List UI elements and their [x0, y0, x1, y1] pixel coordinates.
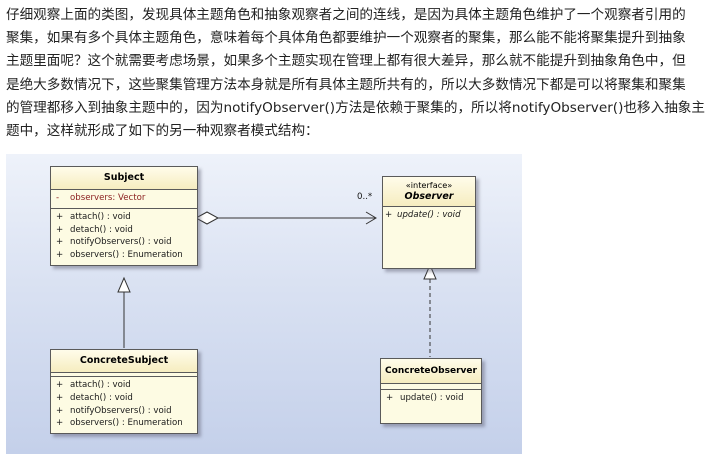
operation-row: +update() : void — [385, 210, 461, 220]
class-concrete-subject: ConcreteSubject +attach() : void +detach… — [50, 349, 198, 435]
operation-row: +observers() : Enumeration — [56, 418, 183, 429]
intro-line: 主题里面呢？这个就需要考虑场景，如果多个主题实现在管理上都有很大差异，那么就不能… — [6, 53, 686, 70]
operation-row: +notifyObservers() : void — [56, 405, 172, 416]
attributes-section — [381, 384, 481, 390]
class-stereotype: «interface» — [405, 180, 453, 190]
class-observer: «interface» Observer +update() : void — [382, 176, 476, 269]
class-header: «interface» Observer — [383, 177, 475, 207]
class-name: ConcreteSubject — [51, 350, 197, 373]
aggregation-diamond — [194, 211, 220, 225]
realization-triangle — [423, 263, 437, 280]
operations-section: +attach() : void +detach() : void +notif… — [51, 209, 197, 265]
intro-line: 的管理都移入到抽象主题中的，因为notifyObserver()方法是依赖于聚集… — [6, 99, 705, 116]
operation-row: +observers() : Enumeration — [56, 250, 183, 261]
operations-section: +attach() : void +detach() : void +notif… — [51, 377, 197, 433]
operation-row: +update() : void — [386, 393, 464, 403]
intro-paragraph: 仔细观察上面的类图，发现具体主题角色和抽象观察者之间的连线，是因为具体主题角色维… — [6, 4, 712, 143]
uml-class-diagram: 0..* Subject -observers: Vector +attach(… — [6, 154, 522, 454]
diagram-connectors — [117, 211, 437, 357]
class-concrete-observer: ConcreteObserver +update() : void — [380, 358, 482, 424]
operation-row: +attach() : void — [56, 211, 131, 222]
aggregation-multiplicity: 0..* — [357, 192, 373, 202]
operation-row: +detach() : void — [56, 224, 133, 235]
operations-section: +update() : void — [381, 390, 481, 423]
operation-row: +notifyObservers() : void — [56, 237, 172, 248]
intro-line: 仔细观察上面的类图，发现具体主题角色和抽象观察者之间的连线，是因为具体主题角色维… — [6, 7, 686, 23]
operations-section: +update() : void — [383, 207, 475, 268]
class-name: ConcreteObserver — [381, 359, 481, 384]
class-name: Subject — [51, 167, 197, 190]
class-subject: Subject -observers: Vector +attach() : v… — [50, 166, 198, 266]
attribute-row: -observers: Vector — [56, 193, 146, 203]
intro-line: 是绝大多数情况下，这些聚集管理方法本身就是所有具体主题所共有的，所以大多数情况下… — [6, 76, 686, 93]
attributes-section — [51, 373, 197, 377]
operation-row: +detach() : void — [56, 392, 133, 403]
intro-line: 题中，这样就形成了如下的另一种观察者模式结构： — [6, 123, 319, 140]
aggregation-arrowhead — [365, 211, 377, 225]
operation-row: +attach() : void — [56, 380, 131, 390]
intro-line: 聚集，如果有多个具体主题角色，意味着每个具体角色都要维护一个观察者的聚集，那么能… — [6, 30, 686, 47]
attributes-section: -observers: Vector — [51, 190, 197, 209]
class-name: Observer — [404, 191, 454, 202]
generalization-triangle — [117, 276, 131, 293]
